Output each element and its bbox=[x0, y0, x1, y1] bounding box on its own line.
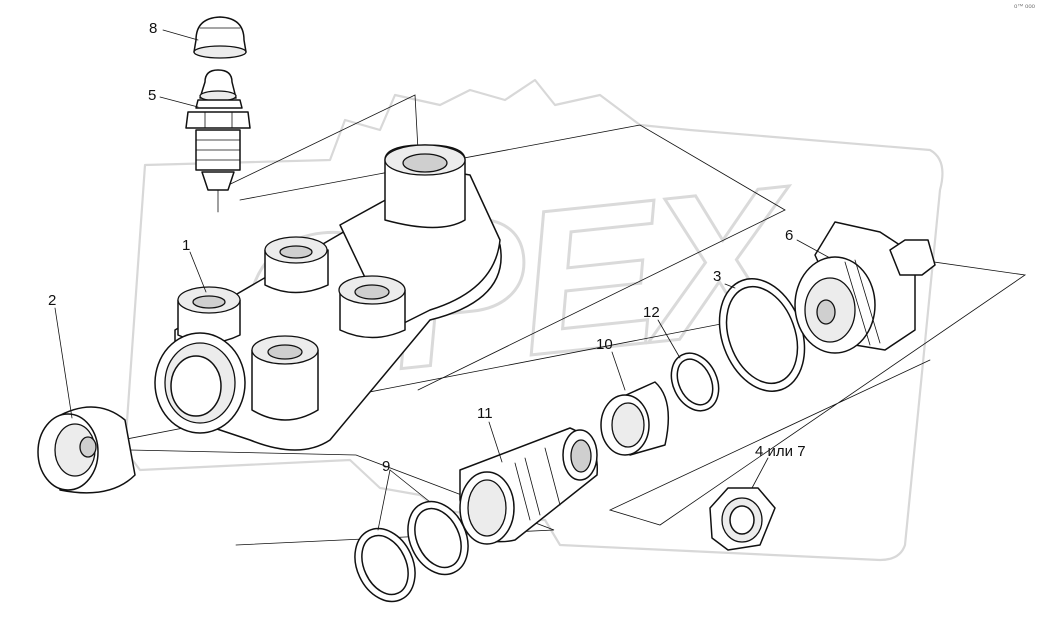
callout-8: 8 bbox=[149, 20, 157, 37]
callout-11: 11 bbox=[477, 405, 493, 422]
part-11-piston bbox=[459, 427, 598, 545]
part-6-end-plug bbox=[794, 221, 936, 354]
part-1-cylinder-body bbox=[154, 144, 502, 451]
part-2-front-cap bbox=[37, 406, 136, 494]
callout-12: 12 bbox=[643, 304, 660, 321]
part-12-small-ring bbox=[670, 352, 720, 412]
callout-4-or-7: 4 или 7 bbox=[755, 443, 806, 460]
leader-lines bbox=[54, 29, 831, 531]
callout-5: 5 bbox=[148, 87, 156, 104]
guide-line-bleeder bbox=[217, 94, 419, 213]
part-10-cup-seal bbox=[600, 381, 670, 456]
corner-mark: o™ ооо bbox=[1013, 4, 1035, 10]
part-4-or-7-nut bbox=[709, 487, 776, 551]
part-3-large-ring bbox=[718, 278, 806, 392]
part-5-bleeder-valve bbox=[185, 69, 251, 191]
guide-line-right-plane bbox=[608, 249, 1027, 526]
callout-labels: 8 5 1 2 9 11 10 12 3 6 4 или 7 bbox=[48, 20, 806, 475]
callout-1: 1 bbox=[182, 237, 190, 254]
part-9-seal-rings bbox=[354, 500, 469, 603]
callout-3: 3 bbox=[713, 268, 721, 285]
part-8-dust-cap bbox=[193, 16, 247, 59]
callout-10: 10 bbox=[596, 336, 613, 353]
callout-9: 9 bbox=[382, 458, 390, 475]
callout-2: 2 bbox=[48, 292, 56, 309]
callout-6: 6 bbox=[785, 227, 793, 244]
